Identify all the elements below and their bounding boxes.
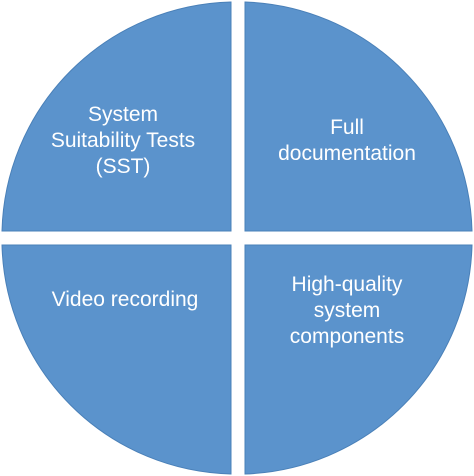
quadrant-bottom-left [1, 244, 232, 475]
quadrant-label-video-recording: Video recording [51, 288, 199, 311]
quadrant-label-documentation: Full documentation [278, 116, 416, 165]
quadrant-top-right [244, 1, 473, 232]
quadrant-label-system-components: High-quality system components [289, 273, 405, 348]
quadrant-label-sst: System Suitability Tests (SST) [50, 103, 196, 178]
quadrant-top-left [1, 1, 232, 232]
quadrant-bottom-right [244, 244, 473, 475]
